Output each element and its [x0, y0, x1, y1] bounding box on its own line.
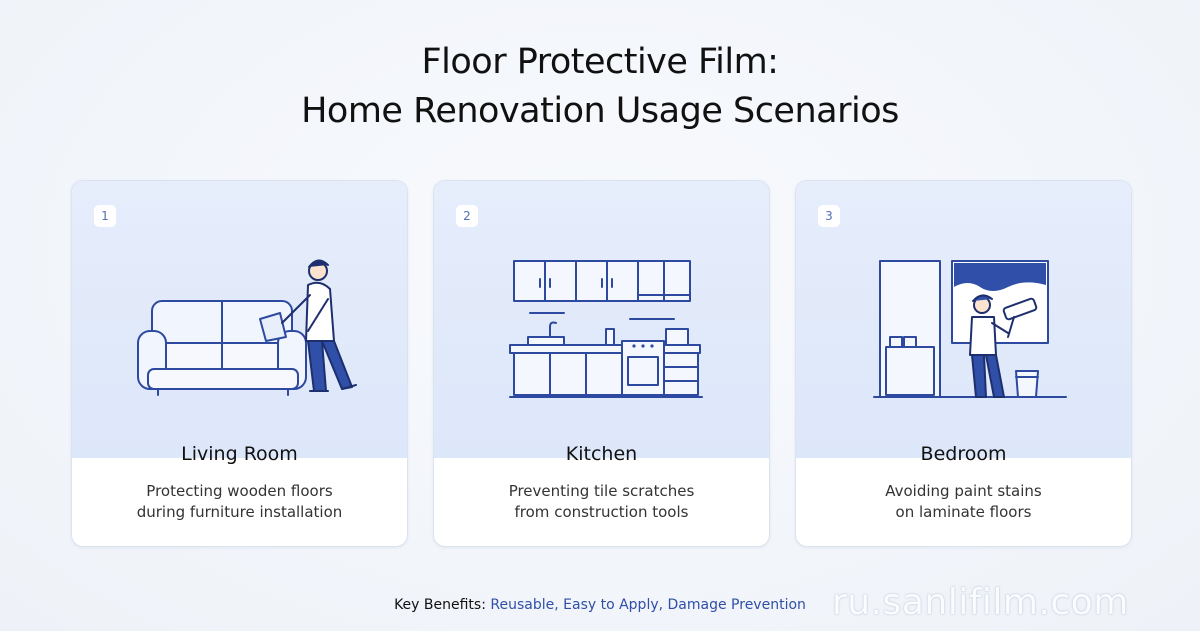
benefits-label: Key Benefits: — [394, 597, 486, 613]
card-number-badge: 2 — [456, 205, 478, 227]
card-title: Living Room — [181, 443, 298, 465]
kitchen-cabinets-icon — [509, 260, 703, 398]
person-moving-sofa-icon — [137, 259, 357, 396]
title-line-1: Floor Protective Film: — [421, 42, 779, 82]
benefits-values: Reusable, Easy to Apply, Damage Preventi… — [490, 597, 806, 613]
card-bedroom: 3 — [795, 180, 1132, 547]
card-living-room: 1 — [71, 180, 408, 547]
card-title: Kitchen — [565, 443, 638, 465]
painter-roller-icon — [873, 260, 1067, 398]
watermark: ru.sanlifilm.com — [832, 582, 1129, 623]
key-benefits: Key Benefits: Reusable, Easy to Apply, D… — [0, 597, 1200, 613]
title-line-2: Home Renovation Usage Scenarios — [301, 91, 899, 131]
card-description-line-2: from construction tools — [514, 503, 689, 521]
card-number-badge: 1 — [94, 205, 116, 227]
page-title: Floor Protective Film: Home Renovation U… — [0, 38, 1200, 136]
card-title: Bedroom — [920, 443, 1007, 465]
card-kitchen: 2 — [433, 180, 770, 547]
card-illustration-area — [434, 181, 769, 458]
card-description-line-1: Avoiding paint stains — [885, 482, 1042, 500]
card-description: Avoiding paint stains on laminate floors — [816, 481, 1111, 523]
card-description-line-1: Preventing tile scratches — [508, 482, 695, 500]
card-description-line-1: Protecting wooden floors — [146, 482, 333, 500]
card-description-line-2: during furniture installation — [136, 503, 343, 521]
card-description: Protecting wooden floors during furnitur… — [92, 481, 387, 523]
card-description: Preventing tile scratches from construct… — [454, 481, 749, 523]
card-description-line-2: on laminate floors — [895, 503, 1032, 521]
card-number-badge: 3 — [818, 205, 840, 227]
scenario-cards: 1 — [71, 180, 1132, 547]
